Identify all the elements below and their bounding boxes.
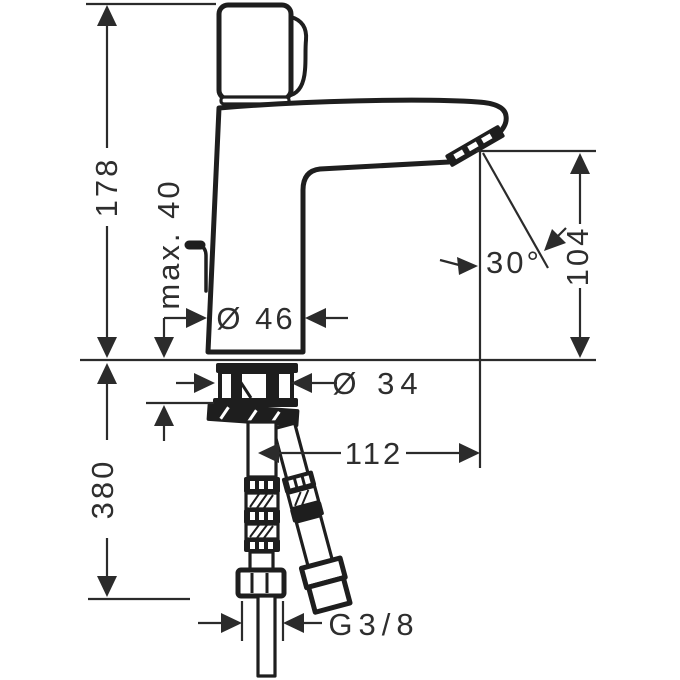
faucet-handle [216,2,309,106]
dimension-outlet-height: 104 [560,153,595,358]
dimension-max-mounting-depth: max. 40 [151,178,188,441]
supply-hose-straight [235,420,287,678]
hose-length-label: 380 [85,459,120,520]
supply-hose-angled [271,421,353,615]
outlet-angle-label: 30° [486,245,542,280]
dimension-outlet-angle: 30° [439,227,567,280]
outlet-height-label: 104 [560,226,595,287]
dimension-base-diameter: Ø 46 [186,301,348,336]
shank-diameter-label: Ø 34 [332,366,423,401]
dimension-total-height: 178 [89,5,124,358]
total-height-label: 178 [89,157,124,218]
connection-thread-label: G3/8 [328,607,419,642]
dimension-spout-reach: 112 [258,436,480,471]
hex-nut [235,567,287,599]
handle-body [216,2,294,102]
max-mounting-label: max. 40 [151,178,186,309]
faucet-body-and-spout [205,97,509,355]
mounting-shank [213,363,298,407]
pop-up-rod [184,240,208,293]
handle-grip [289,15,309,97]
aerator [445,125,505,167]
dimension-shank-diameter: Ø 34 [176,366,423,401]
threaded-tail-pipe [256,594,277,678]
reference-lines [80,2,596,601]
base-diameter-label: Ø 46 [216,301,295,336]
spout-reach-label: 112 [345,436,403,471]
dimension-hose-length: 380 [85,363,120,597]
dimension-connection-thread: G3/8 [198,601,419,642]
